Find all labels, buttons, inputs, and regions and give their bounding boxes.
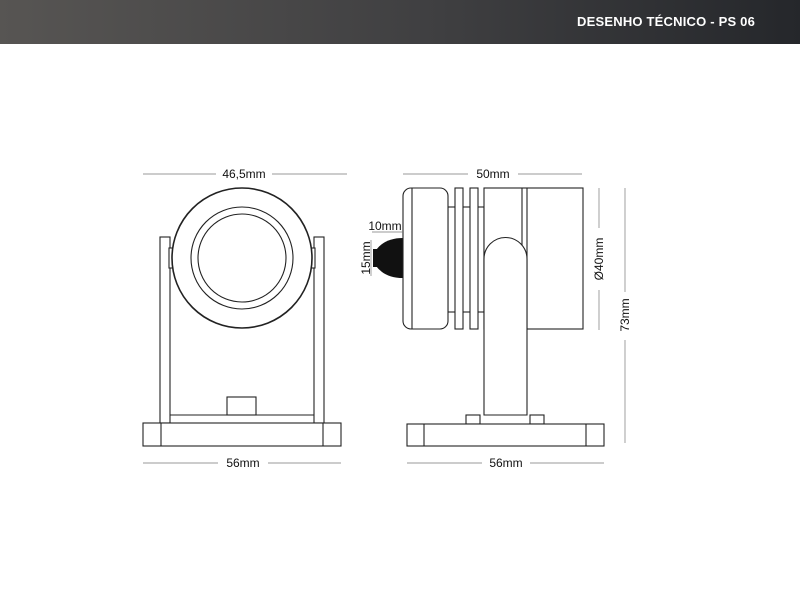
- knob: [376, 238, 403, 278]
- diameter-label: Ø40mm: [592, 238, 606, 281]
- page-title: DESENHO TÉCNICO - PS 06: [577, 14, 755, 29]
- knob-length-label: 10mm: [368, 219, 401, 233]
- knob-height-label: 15mm: [359, 241, 373, 274]
- side-view: 50mm 10mm 15mm Ø40mm 73mm 56mm: [359, 167, 632, 470]
- header-bar: DESENHO TÉCNICO - PS 06: [0, 0, 800, 44]
- front-base-label: 56mm: [226, 456, 259, 470]
- height-label: 73mm: [618, 298, 632, 331]
- side-base-label: 56mm: [489, 456, 522, 470]
- side-length-label: 50mm: [476, 167, 509, 181]
- front-view: 46,5mm 56mm: [142, 167, 347, 470]
- front-width-label: 46,5mm: [222, 167, 265, 181]
